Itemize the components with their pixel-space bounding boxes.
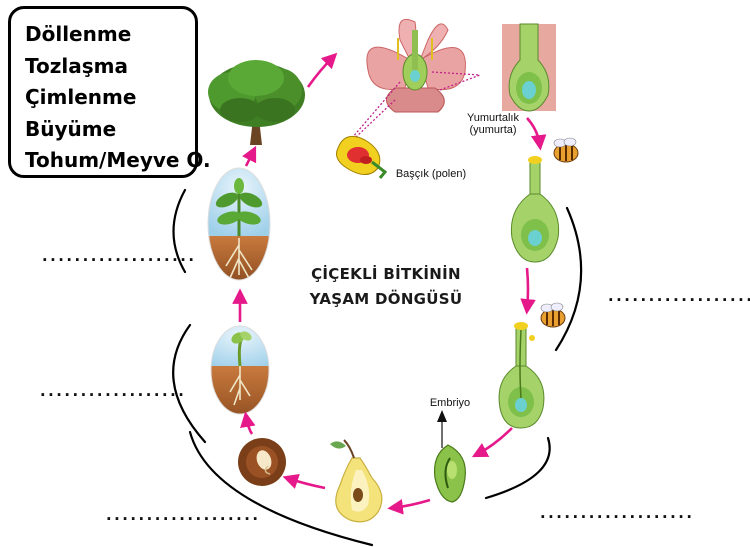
- arrow-embryo-to-pear: [392, 500, 430, 508]
- blank-right-upper[interactable]: ...................: [606, 286, 750, 305]
- pollen-label: Başçık (polen): [386, 168, 476, 180]
- arrow-tree-to-flower: [308, 56, 334, 87]
- word-bank-item: Tohum/Meyve O.: [25, 145, 195, 177]
- ovary-label-sub: (yumurta): [452, 124, 534, 136]
- ovary-label-text: Yumurtalık: [452, 112, 534, 124]
- sprout-germination-icon: [200, 320, 280, 426]
- young-plant-growth-icon: [205, 166, 275, 286]
- blank-left-upper[interactable]: ...................: [40, 246, 195, 265]
- seed-icon: [238, 438, 286, 486]
- blank-bottom-right[interactable]: ...................: [538, 503, 693, 522]
- arrow-pear-to-seed: [287, 478, 325, 488]
- ovary-closeup-icon: [502, 24, 556, 111]
- blank-left-lower[interactable]: ..................: [38, 381, 184, 400]
- ovary-label: Yumurtalık (yumurta): [452, 112, 534, 136]
- diagram-title: ÇİÇEKLİ BİTKİNİN YAŞAM DÖNGÜSÜ: [298, 262, 474, 312]
- pollen-anther-icon: [337, 136, 386, 178]
- embryo-label: Embriyo: [422, 397, 478, 409]
- word-bank-item: Çimlenme: [25, 82, 195, 114]
- blank-bottom-left[interactable]: ...................: [104, 505, 259, 524]
- word-bank-item: Döllenme: [25, 19, 195, 51]
- bracket-bottom-right: [486, 438, 550, 498]
- arrow-pistil-to-pistil: [527, 268, 528, 310]
- arrow-plant-to-tree: [246, 150, 254, 166]
- tree-icon: [208, 60, 305, 145]
- diagram-title-line1: ÇİÇEKLİ BİTKİNİN: [298, 262, 474, 287]
- arrow-pistil-to-embryo: [476, 428, 512, 455]
- word-bank-item: Büyüme: [25, 114, 195, 146]
- embryo-seed-icon: [435, 410, 466, 502]
- bracket-right-upper: [556, 208, 581, 350]
- diagram-title-line2: YAŞAM DÖNGÜSÜ: [298, 287, 474, 312]
- flower-icon: [367, 19, 466, 112]
- bee-icon: [554, 138, 578, 162]
- pear-fruit-icon: [330, 440, 382, 522]
- arrow-seed-to-sprout: [246, 416, 252, 434]
- bee-icon: [541, 303, 565, 327]
- word-bank-item: Tozlaşma: [25, 51, 195, 83]
- pistil-fertilization-icon: [499, 322, 544, 428]
- pistil-pollination-icon: [511, 156, 558, 262]
- word-bank-box: Döllenme Tozlaşma Çimlenme Büyüme Tohum/…: [8, 6, 198, 178]
